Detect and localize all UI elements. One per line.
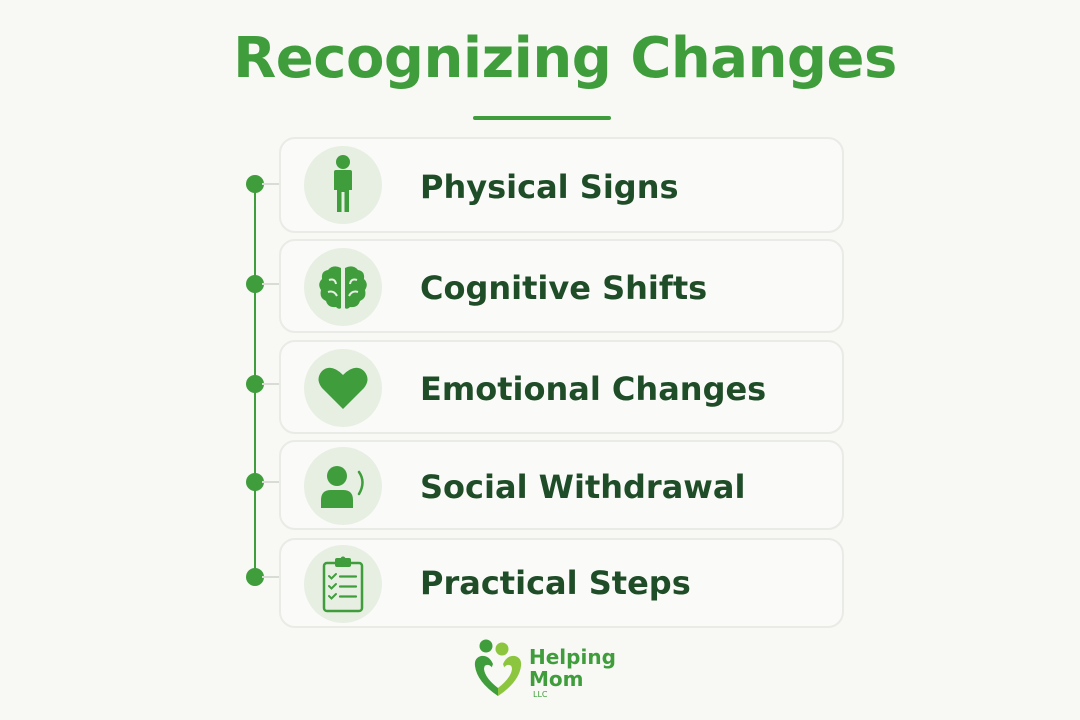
item-label: Practical Steps <box>420 564 691 602</box>
item-label: Physical Signs <box>420 168 679 206</box>
timeline-dot <box>246 568 264 586</box>
timeline-dot <box>246 375 264 393</box>
title-underline <box>473 116 611 120</box>
list-item-practical-steps[interactable]: Practical Steps <box>279 538 844 628</box>
brain-icon <box>319 266 367 309</box>
timeline-dot <box>246 473 264 491</box>
person-icon <box>334 155 352 212</box>
list-item-cognitive-shifts[interactable]: Cognitive Shifts <box>279 239 844 333</box>
logo-text-line1: Helping <box>529 645 616 669</box>
logo-llc: LLC <box>533 690 548 699</box>
item-label: Social Withdrawal <box>420 468 746 506</box>
list-item-emotional-changes[interactable]: Emotional Changes <box>279 340 844 434</box>
heart-icon <box>318 367 368 409</box>
item-label: Cognitive Shifts <box>420 269 708 307</box>
icon-badge <box>304 146 382 224</box>
timeline-connector <box>262 283 280 285</box>
timeline-connector <box>262 576 280 578</box>
logo-mark-icon <box>474 639 522 696</box>
page-title: Recognizing Changes <box>233 26 897 91</box>
timeline-connector <box>262 383 280 385</box>
clipboard-checklist-icon <box>322 556 364 613</box>
icon-badge <box>304 447 382 525</box>
list-item-social-withdrawal[interactable]: Social Withdrawal <box>279 440 844 530</box>
timeline-connector <box>262 481 280 483</box>
list-item-physical-signs[interactable]: Physical Signs <box>279 137 844 233</box>
icon-badge <box>304 545 382 623</box>
timeline-dot <box>246 275 264 293</box>
timeline-connector <box>262 183 280 185</box>
helping-mom-logo: Helping Mom LLC <box>471 638 621 702</box>
item-label: Emotional Changes <box>420 370 767 408</box>
icon-badge <box>304 248 382 326</box>
person-speaking-icon <box>321 466 364 508</box>
logo-text-line2: Mom <box>529 667 584 691</box>
timeline-dot <box>246 175 264 193</box>
icon-badge <box>304 349 382 427</box>
